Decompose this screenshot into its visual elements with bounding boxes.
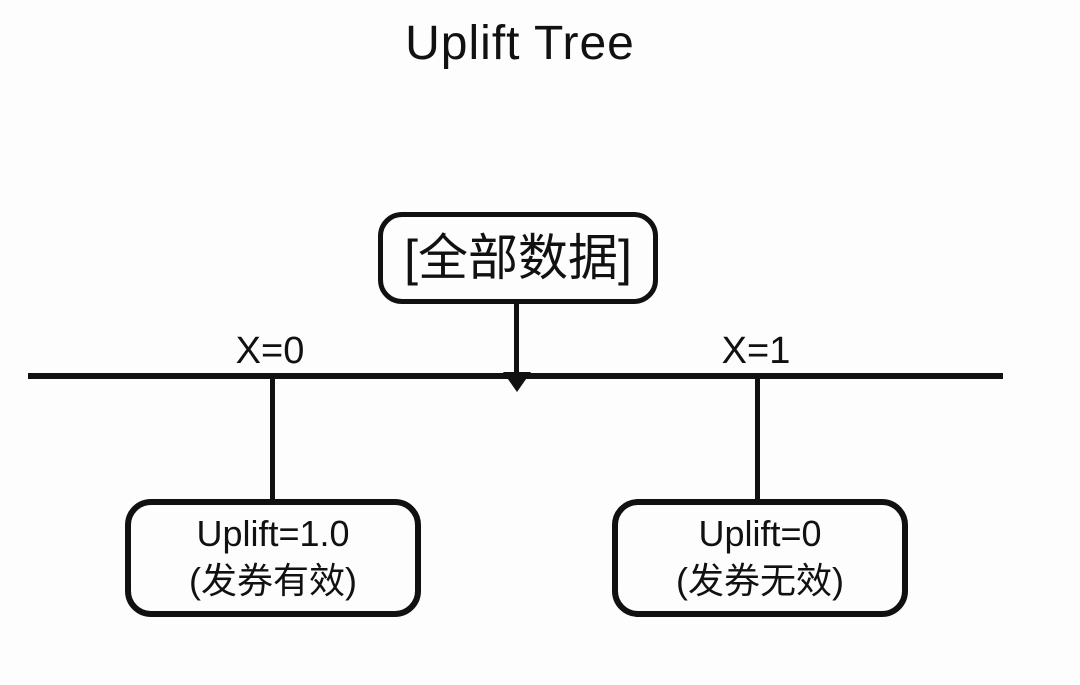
left-branch-connector [270,377,275,501]
leaf-left-description: (发券有效) [189,560,357,601]
leaf-node-left: Uplift=1.0 (发券有效) [125,499,421,617]
arrow-down-icon [503,372,531,392]
leaf-right-description: (发券无效) [676,560,844,601]
root-connector-line [514,301,519,375]
branch-label-x0: X=0 [235,330,305,372]
diagram-title: Uplift Tree [405,17,635,70]
branch-label-x1: X=1 [721,330,791,372]
root-node-label: [全部数据] [404,230,632,286]
leaf-left-uplift-value: Uplift=1.0 [196,513,350,555]
leaf-right-uplift-value: Uplift=0 [698,513,822,555]
root-node: [全部数据] [378,212,658,304]
right-branch-connector [755,377,760,501]
leaf-node-right: Uplift=0 (发券无效) [612,499,908,617]
